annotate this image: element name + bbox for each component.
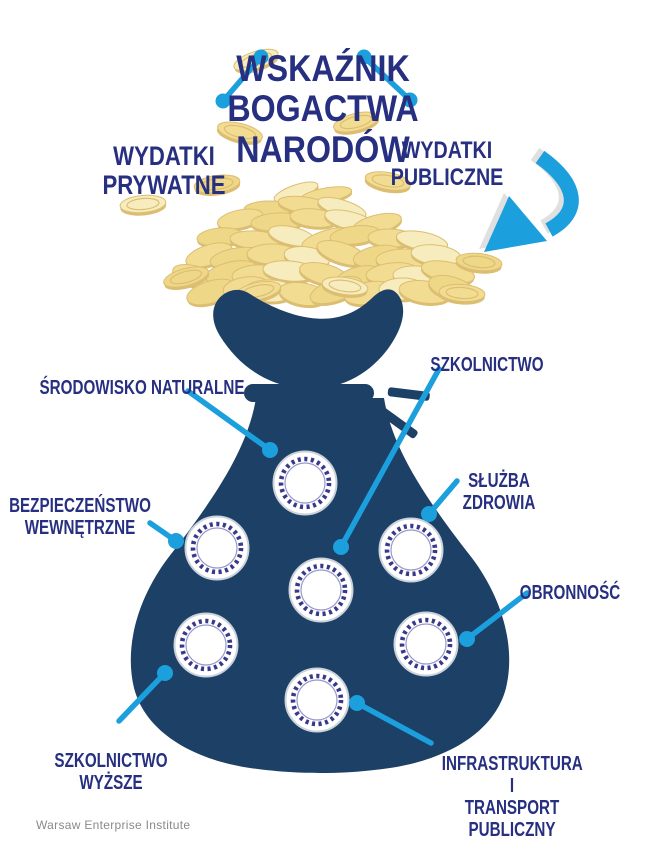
connector-srodowisko <box>185 388 278 458</box>
label-szkolnictwo-wyzsze: SZKOLNICTWO WYŻSZE <box>54 750 168 794</box>
connector-private <box>215 49 269 109</box>
source-credit: Warsaw Enterprise Institute <box>36 818 191 832</box>
curved-arrow-icon <box>479 147 579 252</box>
connector-public <box>356 49 418 108</box>
coin-slot <box>288 557 354 623</box>
falling-coins <box>119 48 503 305</box>
label-wydatki-prywatne: WYDATKI PRYWATNE <box>102 140 226 201</box>
connector-sluzba <box>421 478 460 522</box>
connector-szkolnictwo <box>333 366 442 555</box>
label-bezpieczenstwo-wewnetrzne: BEZPIECZEŃSTWO WEWNĘTRZNE <box>9 495 151 539</box>
coin-slot <box>173 612 239 678</box>
coin-pile <box>172 181 476 309</box>
label-infrastruktura-transport: INFRASTRUKTURA I TRANSPORT PUBLICZNY <box>441 753 583 841</box>
coin-slot <box>184 515 250 581</box>
coin-slot <box>284 667 350 733</box>
label-obronnosc: OBRONNOŚĆ <box>519 582 621 604</box>
coin-slots <box>173 450 459 733</box>
label-sluzba-zdrowia: SŁUŻBA ZDROWIA <box>462 470 536 514</box>
bag-tie-band <box>244 384 374 402</box>
page-title: WSKAŹNIK BOGACTWA NARODÓW <box>227 47 419 171</box>
coin-slot <box>378 517 444 583</box>
connector-szkolnictwo-wyzsze <box>116 665 173 724</box>
coin-slot <box>272 450 338 516</box>
connector-lines <box>116 49 530 746</box>
label-srodowisko-naturalne: ŚRODOWISKO NATURALNE <box>39 377 245 399</box>
connector-bezpieczenstwo <box>147 520 184 549</box>
label-wydatki-publiczne: WYDATKI PUBLICZNE <box>390 137 504 191</box>
connector-obronnosc <box>459 590 530 647</box>
coin-slot <box>393 611 459 677</box>
label-szkolnictwo: SZKOLNICTWO <box>430 354 544 376</box>
bag-ribbon-1 <box>387 387 430 401</box>
connector-infrastruktura <box>349 695 434 746</box>
bag-opening <box>213 289 404 386</box>
